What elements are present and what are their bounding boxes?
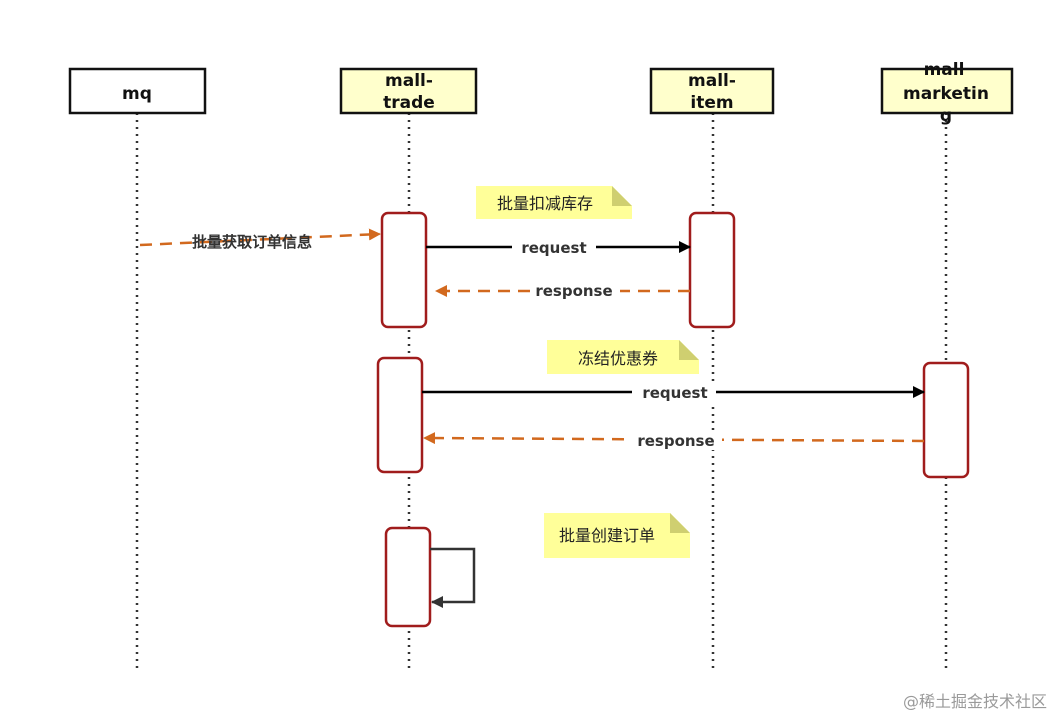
actor-marketing-label-2: marketin [903, 84, 989, 104]
note-text: 冻结优惠券 [578, 349, 658, 368]
actor-marketing: mall marketin g [880, 60, 1014, 126]
message-label-response-item: response [535, 282, 612, 300]
actor-item-label-1: mall- [688, 71, 736, 91]
activation-trade-2 [376, 356, 424, 474]
message-label-request-marketing: request [642, 384, 707, 402]
activation-trade-1 [380, 211, 428, 329]
actor-marketing-label-1: mall [924, 60, 965, 80]
actor-item-label-2: item [690, 93, 733, 113]
actor-marketing-label-3: g [940, 106, 952, 126]
message-label-response-marketing: response [637, 432, 714, 450]
message-label-request-item: request [521, 239, 586, 257]
actor-trade: mall- trade [339, 67, 478, 115]
actor-mq: mq [68, 67, 207, 115]
self-call-arrow [430, 547, 476, 608]
actor-trade-label-1: mall- [385, 71, 433, 91]
note-batch-create-order: 批量创建订单 [544, 513, 690, 558]
activation-item-1 [688, 211, 736, 329]
note-freeze-coupon: 冻结优惠券 [547, 340, 699, 374]
activation-trade-3 [384, 526, 432, 628]
actor-item: mall- item [649, 67, 775, 115]
message-arrow-fetch-orders [139, 228, 381, 247]
note-text: 批量扣减库存 [497, 194, 593, 213]
watermark: @稀土掘金技术社区 [902, 692, 1047, 711]
message-label-fetch-orders: 批量获取订单信息 [192, 233, 312, 251]
actor-trade-label-2: trade [383, 93, 435, 113]
note-text: 批量创建订单 [559, 526, 655, 545]
activation-marketing-1 [922, 361, 970, 479]
actor-mq-label: mq [122, 84, 152, 104]
note-batch-deduct-stock: 批量扣减库存 [476, 186, 632, 219]
